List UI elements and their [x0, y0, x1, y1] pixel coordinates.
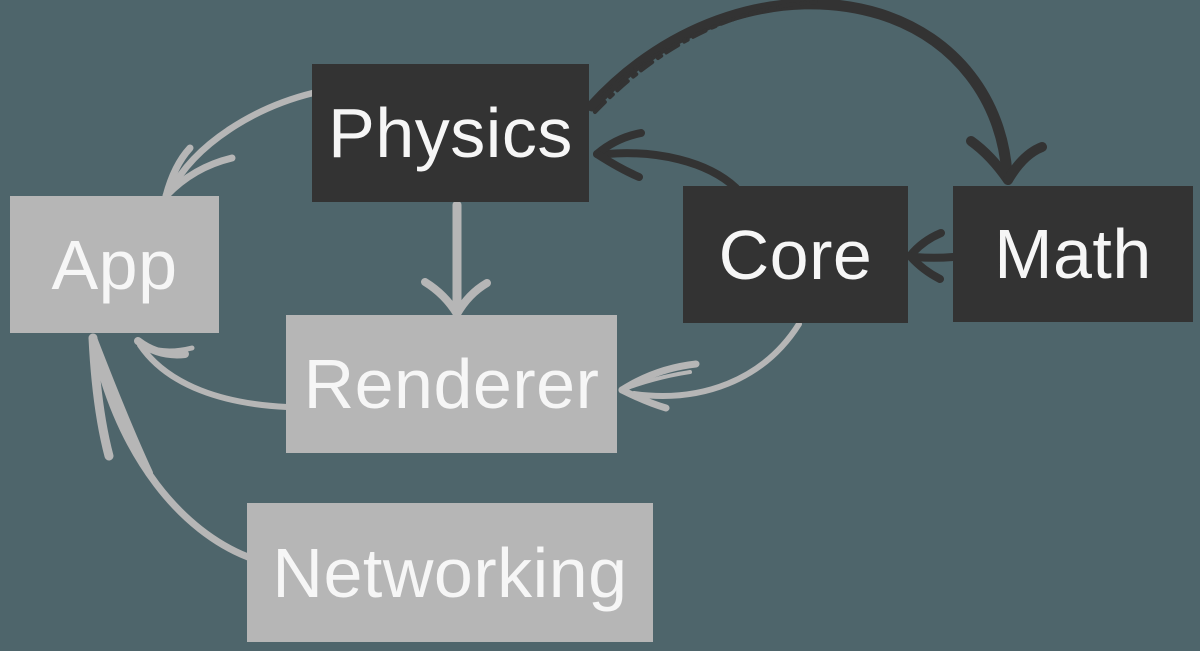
- node-physics: Physics: [312, 64, 589, 202]
- edge-networking-to-app: [88, 333, 252, 561]
- arrow-shaft: [586, 0, 1013, 180]
- arrowhead-stroke: [906, 252, 944, 283]
- arrowhead-stroke: [593, 150, 643, 181]
- node-networking-label: Networking: [272, 533, 628, 612]
- arrow-shaft: [166, 89, 317, 196]
- arrowhead-stroke: [618, 386, 670, 412]
- arrow-shaft: [137, 342, 290, 410]
- edge-renderer-to-app: [134, 337, 290, 410]
- node-renderer-label: Renderer: [303, 345, 600, 423]
- arrow-shaft: [631, 321, 802, 399]
- edge-core-to-renderer: [618, 321, 802, 412]
- edge-physics-to-renderer: [421, 200, 491, 318]
- edge-math-to-core: [906, 229, 957, 283]
- node-math: Math: [953, 186, 1193, 322]
- arrowhead-stroke: [421, 278, 461, 318]
- edge-physics-to-math: [586, 0, 1047, 185]
- arrowhead-stroke: [1003, 142, 1047, 185]
- node-renderer: Renderer: [286, 315, 617, 453]
- arrowhead-stroke: [628, 370, 692, 389]
- arrow-shaft: [911, 253, 957, 262]
- node-core: Core: [683, 186, 908, 323]
- arrow-shaft: [603, 149, 740, 192]
- edge-core-to-physics: [593, 129, 740, 192]
- arrow-sketch-stroke: [593, 0, 818, 114]
- node-networking: Networking: [247, 503, 653, 642]
- arrowhead-stroke: [162, 154, 236, 200]
- arrow-shaft: [91, 343, 252, 561]
- arrowhead-stroke: [89, 334, 153, 477]
- node-physics-label: Physics: [328, 94, 573, 172]
- edge-physics-to-app: [162, 89, 317, 200]
- arrowhead-stroke: [143, 344, 195, 354]
- node-app-label: App: [51, 225, 178, 304]
- arrowhead-stroke: [453, 279, 491, 318]
- node-app: App: [10, 196, 219, 333]
- arrowhead-stroke: [593, 129, 645, 158]
- arrowhead-stroke: [906, 229, 945, 260]
- node-math-label: Math: [994, 215, 1152, 293]
- arrow-sketch-stroke: [598, 9, 770, 98]
- node-core-label: Core: [718, 215, 873, 294]
